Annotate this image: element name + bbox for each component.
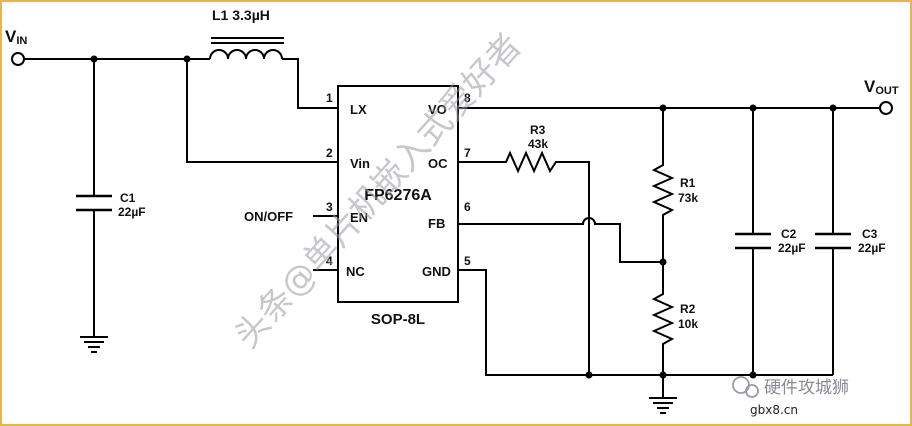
c1-value: 22µF: [118, 205, 146, 219]
ic-package: SOP-8L: [371, 311, 425, 328]
inductor-label: L1 3.3µH: [212, 7, 270, 23]
vin-pin-wire: [186, 59, 338, 163]
r1-value: 73k: [678, 191, 698, 205]
vout-label: VOUT: [864, 77, 899, 97]
r3-ref: R3: [530, 123, 546, 137]
ground-symbol: [80, 336, 108, 353]
on-off-label: ON/OFF: [244, 209, 293, 224]
c2-value: 22µF: [778, 241, 806, 255]
capacitor-c1: [76, 59, 112, 336]
pin-name: VO: [428, 102, 447, 117]
brand-watermark: 硬件攻城狮: [764, 378, 849, 398]
capacitor-c2: [735, 108, 771, 375]
c3-value: 22µF: [858, 241, 886, 255]
pin-number: 3: [326, 200, 333, 214]
pin-number: 2: [326, 146, 333, 160]
pin-name: GND: [422, 264, 451, 279]
ground-rail: [458, 269, 833, 376]
r1-ref: R1: [680, 176, 696, 190]
fb-wire: [458, 217, 663, 263]
ic-name: FP6276A: [364, 187, 432, 204]
r3-value: 43k: [528, 137, 548, 151]
c3-ref: C3: [862, 227, 878, 241]
pin-number: 7: [464, 146, 471, 160]
pin-name: EN: [350, 210, 368, 225]
watermark-text: 头条@单片机嵌入式爱好者: [227, 26, 530, 356]
resistor-r2: [651, 262, 675, 375]
vout-terminal: [879, 101, 893, 115]
pin-number: 6: [464, 200, 471, 214]
capacitor-c3: [815, 108, 851, 375]
pin-name: OC: [428, 156, 448, 171]
resistor-r3: [458, 150, 590, 375]
pin-number: 1: [326, 91, 333, 105]
ground-symbol: [649, 375, 677, 414]
resistor-r1: [651, 108, 675, 262]
ic-body: [337, 85, 459, 303]
wechat-icon: [732, 376, 759, 398]
junction-dot: [585, 371, 593, 379]
vin-terminal: [11, 52, 25, 66]
pin-name: FB: [428, 216, 445, 231]
c2-ref: C2: [781, 227, 797, 241]
r2-value: 10k: [678, 317, 698, 331]
site-watermark: gbx8.cn: [750, 403, 798, 417]
pin-number: 4: [326, 254, 333, 268]
pin-number: 5: [464, 254, 471, 268]
pin-name: LX: [350, 102, 367, 117]
inductor-l1: [209, 37, 338, 109]
c1-ref: C1: [120, 191, 136, 205]
pin-number: 8: [464, 91, 471, 105]
vin-label: VIN: [5, 27, 27, 47]
pin-name: NC: [346, 264, 365, 279]
pin-name: Vin: [350, 156, 370, 171]
r2-ref: R2: [680, 302, 696, 316]
